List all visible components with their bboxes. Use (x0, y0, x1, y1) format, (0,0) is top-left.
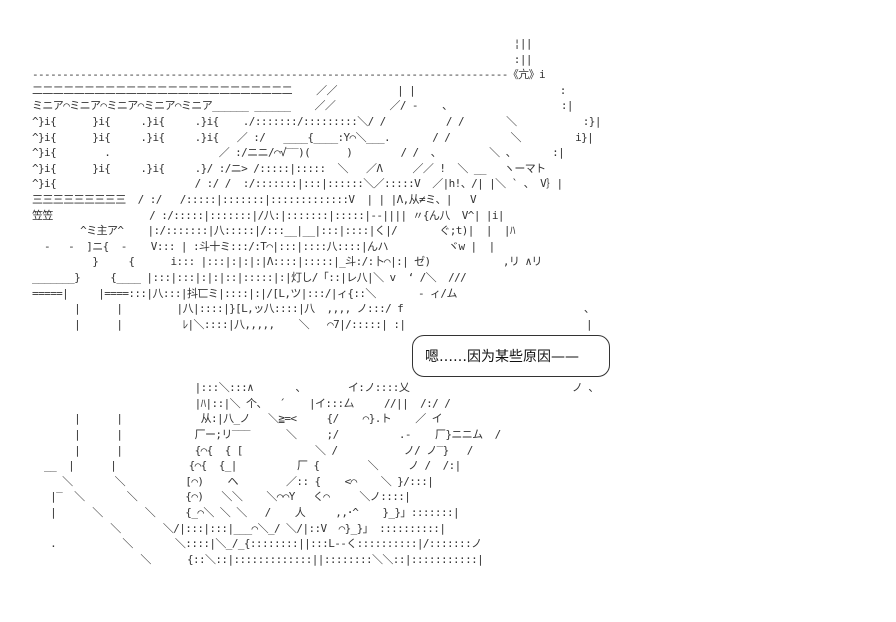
art-line: | | ﾚ|＼::::|八,,,,, ＼ ⌒7|/:::::| :| | (32, 317, 593, 331)
art-line: - - ]ニ{ - V::: | :斗十ミ:::/:T⌒|:::|::::八::… (32, 239, 495, 253)
art-line: |:::＼:::∧ 、 イ:ノ::::乂 ノ 、 (32, 381, 600, 395)
art-line: :|| (32, 52, 533, 66)
art-line: ミニア⌒ミニア⌒ミニア⌒ミニア⌒ミニア______ ______ ／／ ／/ -… (32, 99, 573, 113)
art-line: ＼ ＼ [⌒) ヘ ／:: { <⌒ ＼ }/:::| (32, 474, 434, 488)
art-line: | | |八|::::|}[L,ッ八::::|八 ,,,, ノ:::/ f 、 (32, 302, 595, 316)
art-line: ＼ ＼/|:::|:::|___⌒＼_/ ＼/|::V ⌒}_}」 ::::::… (32, 521, 446, 535)
art-line: __ | | {⌒{ {_| 厂 { ＼ ノ / /:| (32, 459, 461, 473)
art-line: ^}i{ }i{ .}i{ .}i{ ./:::::::/:::::::::＼/… (32, 114, 601, 128)
art-line: ＼ {::＼::|:::::::::::::||::::::::＼＼::|:::… (32, 552, 484, 566)
art-line: } { i::: |:::|:|:|:|Λ::::|:::::|_斗:/:卜⌒|… (32, 255, 542, 269)
art-line: ^}i{ }i{ .}i{ .}/ :/ニ> /:::::|::::: ＼ ／Λ… (32, 161, 546, 175)
art-line: 三三三三三三三三三 / :/ /:::::|:::::::|::::::::::… (32, 192, 477, 206)
art-line: 二二二二二二二二二二二二二二二二二二二二二二二二二 ／／ | | : (32, 83, 566, 97)
art-line: | | {⌒{ { [ ＼ / ノ/ ノ‾} / (32, 443, 473, 457)
art-line: . ＼ ＼::::|＼_/_{::::::::||:::L‐‐く::::::::… (32, 537, 482, 551)
art-line: _______} {____ |:::|:::|:|:|::|:::::|:|灯… (32, 270, 467, 284)
art-line: ^}i{ }i{ .}i{ .}i{ ／ :/ ____{____:Y⌒＼___… (32, 130, 594, 144)
art-line: |ﾊ|::|＼ 个、 ´ |イ:::厶 //|| /:/ / (32, 396, 451, 410)
art-line: =====| |====:::|八:::|抖匸ミ|::::|:|/[L,ツ|::… (32, 286, 457, 300)
art-line: | ＼ ＼ {_⌒＼ ＼ ＼ / 人 ,,･^ }_}」:::::::| (32, 506, 460, 520)
art-line: ^}i{ / :/ / :/:::::::|:::|::::::＼／:::::V… (32, 177, 563, 191)
ascii-art: ¦|| :|| ---------------------------------… (32, 36, 601, 567)
art-line: ^ミ主ア^ |:/:::::::|八:::::|/:::__|__|:::|::… (32, 224, 515, 238)
speech-bubble: 嗯……因为某些原因—— (412, 335, 610, 377)
art-line: ^}i{ . ／ :/ニニ/⌒√‾‾)( ) / / 、 ＼ 、 :| (32, 146, 565, 160)
speech-bubble-text: 嗯……因为某些原因—— (425, 349, 579, 365)
art-line: ----------------------------------------… (32, 68, 546, 82)
art-line: | | 从:|八_ノ ＼≧=< {/ ⌒}.ト ／ イ (32, 412, 443, 426)
art-line: |‾ ＼ ＼ {⌒) ＼＼ ＼⌒⌒Y く⌒ ＼ノ::::| (32, 490, 411, 504)
art-line: | | 厂ー;リ‾‾‾ ＼ ;/ .- 厂}ニニム / (32, 428, 501, 442)
art-line: ¦|| (32, 37, 533, 50)
art-line: 笠笠 / :/:::::|:::::::|/八:|:::::::|:::::|-… (32, 208, 505, 222)
